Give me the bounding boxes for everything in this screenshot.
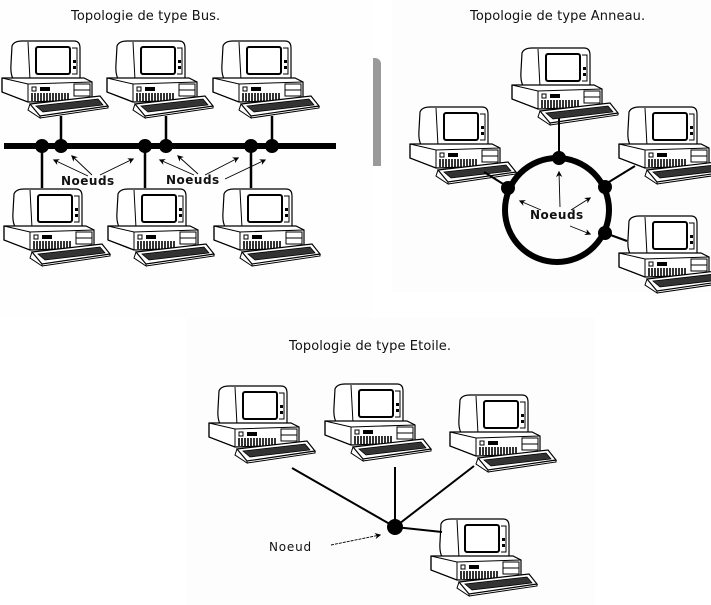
arrow-icon <box>518 200 542 211</box>
star-node-icon <box>387 519 403 535</box>
ring-node-icon <box>598 180 612 194</box>
ring-computer-bottom-right-icon <box>618 215 711 294</box>
star-computer-3-icon <box>449 394 557 473</box>
arrow-icon <box>52 159 89 177</box>
bus-nodes-label-1: Noeuds <box>61 174 115 188</box>
arrow-icon <box>71 155 93 176</box>
arrow-icon <box>204 157 240 176</box>
bus-nodes-label-2: Noeuds <box>166 173 220 187</box>
bus-title: Topologie de type Bus. <box>70 9 220 24</box>
star-computer-4-icon <box>430 518 538 597</box>
star-link-line <box>291 467 396 528</box>
arrow-icon <box>555 170 563 208</box>
bus-node-icon <box>244 139 258 153</box>
bus-node-icon <box>54 139 68 153</box>
ring-title: Topologie de type Anneau. <box>469 9 645 24</box>
ring-computer-right-icon <box>618 106 711 185</box>
bus-computer-2-icon <box>106 40 214 119</box>
bus-node-icon <box>35 139 49 153</box>
ring-node-icon <box>598 226 612 240</box>
arrow-icon <box>569 225 592 236</box>
bus-node-icon <box>138 139 152 153</box>
ring-computer-top-icon <box>511 47 619 126</box>
bus-node-icon <box>159 139 173 153</box>
bus-computer-6-icon <box>213 188 321 267</box>
star-computer-1-icon <box>208 385 316 464</box>
ring-node-icon <box>552 151 566 165</box>
ring-node-icon <box>501 181 515 195</box>
bus-computer-1-icon <box>1 40 109 119</box>
bus-computer-3-icon <box>212 40 320 119</box>
ring-computer-left-icon <box>409 106 517 185</box>
bus-computer-4-icon <box>3 188 111 267</box>
arrow-icon <box>99 158 135 176</box>
gray-divider-bar <box>373 58 381 166</box>
arrow-icon <box>158 159 195 176</box>
arrow-icon <box>177 155 199 175</box>
star-title: Topologie de type Etoile. <box>288 339 451 354</box>
arrow-icon <box>224 159 267 180</box>
star-link-line <box>394 465 475 528</box>
ring-nodes-label: Noeuds <box>530 208 584 222</box>
bus-computer-5-icon <box>107 188 215 267</box>
bus-node-icon <box>265 139 279 153</box>
star-computer-2-icon <box>324 383 432 462</box>
arrow-icon <box>570 197 592 211</box>
star-node-label: Noeud <box>269 540 312 554</box>
arrow-icon <box>330 532 382 546</box>
